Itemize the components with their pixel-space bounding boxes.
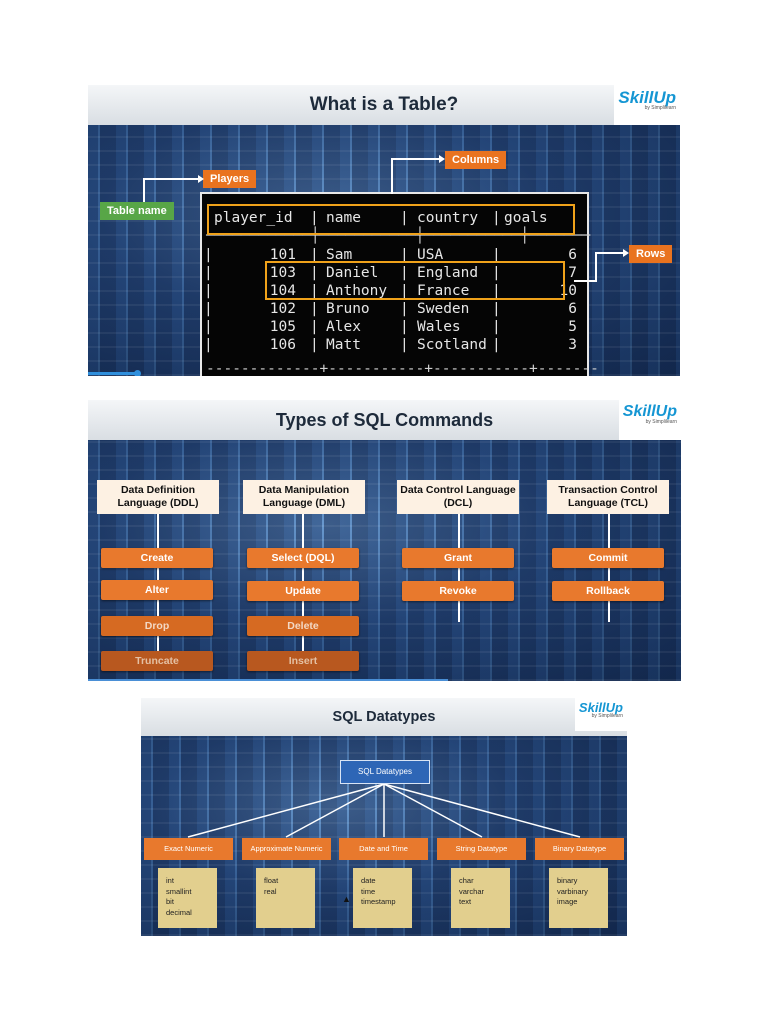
command-drop: Drop [101,616,213,636]
sql-result-table: player_id | name | country | goals ─────… [200,192,599,376]
slide-header: What is a Table? [88,85,680,125]
command-revoke: Revoke [402,581,514,601]
examples-date-and-time: date time timestamp [353,868,412,928]
table-header-row: player_id | name | country | goals [214,210,548,226]
root-node: SQL Datatypes [340,760,430,784]
examples-binary: binary varbinary image [549,868,608,928]
category-dml: Data Manipulation Language (DML) [243,480,365,514]
columns-highlight [207,204,575,235]
header-cell: name [326,210,361,226]
examples-string: char varchar text [451,868,510,928]
slide-title: SQL Datatypes [332,709,436,725]
command-create: Create [101,548,213,568]
video-progress-handle[interactable] [134,370,141,376]
table-row: | 101| Sam| USA| 6 [204,247,577,263]
slide-title: Types of SQL Commands [275,409,494,430]
category-ddl: Data Definition Language (DDL) [97,480,219,514]
table-row: | 102| Bruno| Sweden| 6 [204,301,577,317]
examples-approximate-numeric: float real [256,868,315,928]
command-commit: Commit [552,548,664,568]
header-cell: country [417,210,479,226]
mouse-cursor-icon: ▲ [342,894,351,904]
command-truncate: Truncate [101,651,213,671]
type-exact-numeric: Exact Numeric [144,838,233,860]
category-dcl: Data Control Language (DCL) [397,480,519,514]
type-approximate-numeric: Approximate Numeric [242,838,331,860]
type-binary: Binary Datatype [535,838,624,860]
tree-connectors [187,783,581,838]
slide-header: Types of SQL Commands [88,400,681,440]
command-delete: Delete [247,616,359,636]
rows-highlight [265,261,565,300]
category-tcl: Transaction Control Language (TCL) [547,480,669,514]
command-select: Select (DQL) [247,548,359,568]
header-cell: player_id [214,210,293,226]
slide-header: SQL Datatypes [141,698,627,736]
table-row: | 104| Anthony| France| 10 [204,283,577,299]
header-cell: goals [504,210,548,226]
command-rollback: Rollback [552,581,664,601]
command-grant: Grant [402,548,514,568]
command-update: Update [247,581,359,601]
table-row: | 106| Matt| Scotland| 3 [204,337,577,353]
type-date-and-time: Date and Time [339,838,428,860]
table-name-label: Table name [100,202,174,220]
video-progress-bar[interactable] [88,679,448,681]
examples-exact-numeric: int smallint bit decimal [158,868,217,928]
table-row: | 105| Alex| Wales| 5 [204,319,577,335]
rows-label: Rows [629,245,673,263]
columns-label: Columns [445,151,507,169]
players-label: Players [203,170,257,188]
table-row: | 103| Daniel| England| 7 [204,265,577,281]
slide-title: What is a Table? [309,94,459,115]
command-alter: Alter [101,580,213,600]
type-string: String Datatype [437,838,526,860]
video-progress-bar[interactable] [88,372,138,375]
command-insert: Insert [247,651,359,671]
